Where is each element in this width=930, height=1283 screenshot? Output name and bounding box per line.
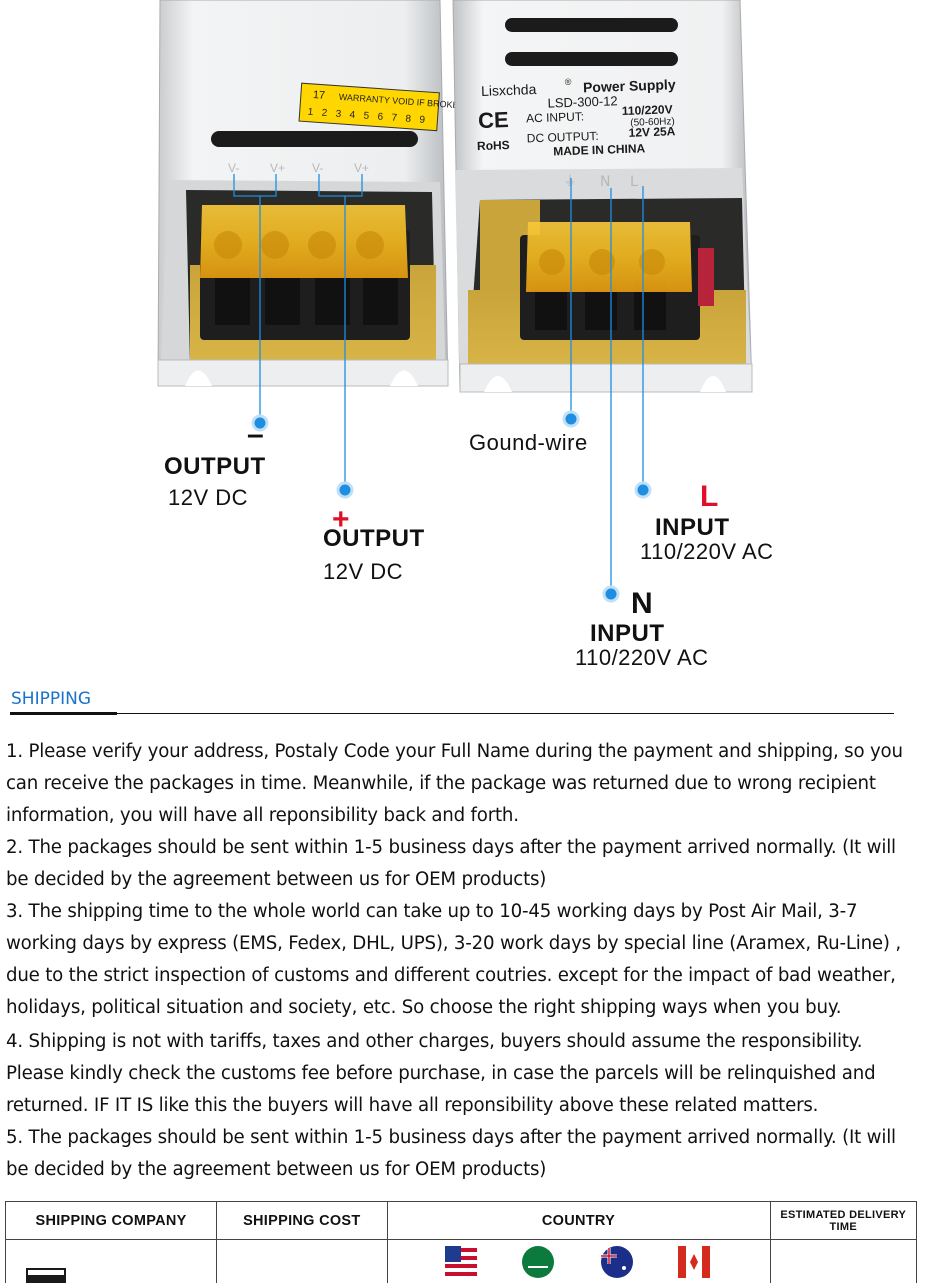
shipping-paragraph: 4. Shipping is not with tariffs, taxes a… — [6, 1031, 876, 1116]
terminal-mark: L — [630, 174, 638, 190]
pos-output-dot-icon — [336, 481, 354, 499]
registered-mark: ® — [565, 77, 572, 87]
saudi-arabia-flag-icon — [521, 1246, 554, 1278]
country-flags — [444, 1246, 710, 1278]
l-input-value: 110/220V AC — [640, 539, 774, 564]
shipping-table: SHIPPING COMPANY SHIPPING COST COUNTRY E… — [4, 1201, 917, 1283]
sticker-digit: 9 — [419, 114, 426, 125]
power-supply-illustration: 17 WARRANTY VOID IF BROKEN 1 2 3 4 5 6 7… — [157, 0, 753, 603]
shipping-paragraph: 3. The shipping time to the whole world … — [6, 901, 901, 1018]
sticker-digit: 6 — [377, 112, 384, 123]
shipping-company-cell — [4, 1239, 218, 1283]
col-shipping-company: SHIPPING COMPANY — [4, 1201, 218, 1240]
australia-flag-icon — [600, 1246, 633, 1278]
neg-output-value: 12V DC — [168, 485, 249, 510]
ce-mark: CE — [478, 107, 509, 133]
rohs-mark: RoHS — [477, 138, 510, 153]
heading-underline — [10, 712, 117, 715]
col-estimated-delivery: ESTIMATED DELIVERY TIME — [769, 1201, 917, 1240]
sticker-digit: 5 — [363, 111, 370, 122]
col-country: COUNTRY — [386, 1201, 771, 1240]
l-input-dot-icon — [634, 481, 652, 499]
table-row — [4, 1239, 917, 1283]
sticker-digit: 7 — [391, 113, 398, 124]
carrier-logo-icon — [26, 1268, 66, 1283]
terminal-mark: V+ — [354, 161, 369, 175]
brand-name: Lisxchda — [481, 81, 537, 99]
n-input-title: INPUT — [590, 620, 665, 647]
left-power-supply: 17 WARRANTY VOID IF BROKEN 1 2 3 4 5 6 7… — [157, 0, 465, 387]
terminal-mark: V+ — [270, 161, 285, 175]
sticker-digit: 4 — [349, 110, 356, 121]
neg-output-title: OUTPUT — [164, 453, 266, 480]
n-input-value: 110/220V AC — [575, 645, 709, 670]
product-photo: 17 WARRANTY VOID IF BROKEN 1 2 3 4 5 6 7… — [157, 0, 774, 670]
dc-output-label: DC OUTPUT: — [527, 129, 599, 146]
model-number: LSD-300-12 — [547, 93, 618, 110]
made-in-label: MADE IN CHINA — [553, 141, 646, 158]
ground-terminal-icon: ⏚ — [563, 174, 577, 190]
col-shipping-cost: SHIPPING COST — [216, 1201, 388, 1240]
neg-output-dot-icon — [251, 414, 269, 432]
canada-flag-icon — [677, 1246, 710, 1278]
product-type: Power Supply — [583, 76, 676, 95]
shipping-paragraph: 5. The packages should be sent within 1-… — [6, 1127, 896, 1180]
country-cell — [386, 1239, 771, 1283]
ac-frequency: (50-60Hz) — [630, 116, 675, 129]
l-input-title: INPUT — [655, 514, 730, 541]
shipping-cost-cell — [216, 1239, 388, 1283]
live-symbol: L — [700, 480, 719, 513]
terminal-mark: V- — [312, 161, 323, 175]
shipping-paragraph: 2. The packages should be sent within 1-… — [6, 837, 896, 890]
shipping-title: SHIPPING — [11, 689, 91, 709]
us-flag-icon — [444, 1246, 477, 1278]
shipping-notes: 1. Please verify your address, Postaly C… — [6, 736, 920, 1186]
neutral-symbol: N — [631, 587, 653, 620]
shipping-heading: SHIPPING — [10, 688, 894, 716]
n-input-dot-icon — [602, 585, 620, 603]
dc-output-value: 12V 25A — [628, 124, 675, 140]
heading-divider — [10, 713, 894, 714]
warranty-number: 17 — [312, 89, 325, 102]
ac-input-label: AC INPUT: — [526, 109, 584, 125]
callout-lines — [233, 174, 644, 594]
delivery-time-cell — [769, 1239, 917, 1283]
sticker-digit: 8 — [405, 114, 412, 125]
ground-wire-label: Gound-wire — [469, 430, 588, 455]
sticker-digit: 1 — [307, 107, 314, 118]
right-power-supply: Lisxchda ® Power Supply LSD-300-12 CE AC… — [452, 0, 753, 393]
negative-symbol: – — [247, 418, 264, 451]
pos-output-value: 12V DC — [323, 559, 404, 584]
terminal-mark: N — [600, 174, 610, 190]
sticker-digit: 3 — [335, 109, 342, 120]
terminal-mark: V- — [228, 161, 239, 175]
pos-output-title: OUTPUT — [323, 525, 425, 552]
sticker-digit: 2 — [321, 108, 328, 119]
shipping-paragraph: 1. Please verify your address, Postaly C… — [6, 741, 903, 826]
ac-input-value: 110/220V — [622, 102, 673, 118]
ground-dot-icon — [562, 410, 580, 428]
positive-symbol: + — [332, 503, 350, 536]
